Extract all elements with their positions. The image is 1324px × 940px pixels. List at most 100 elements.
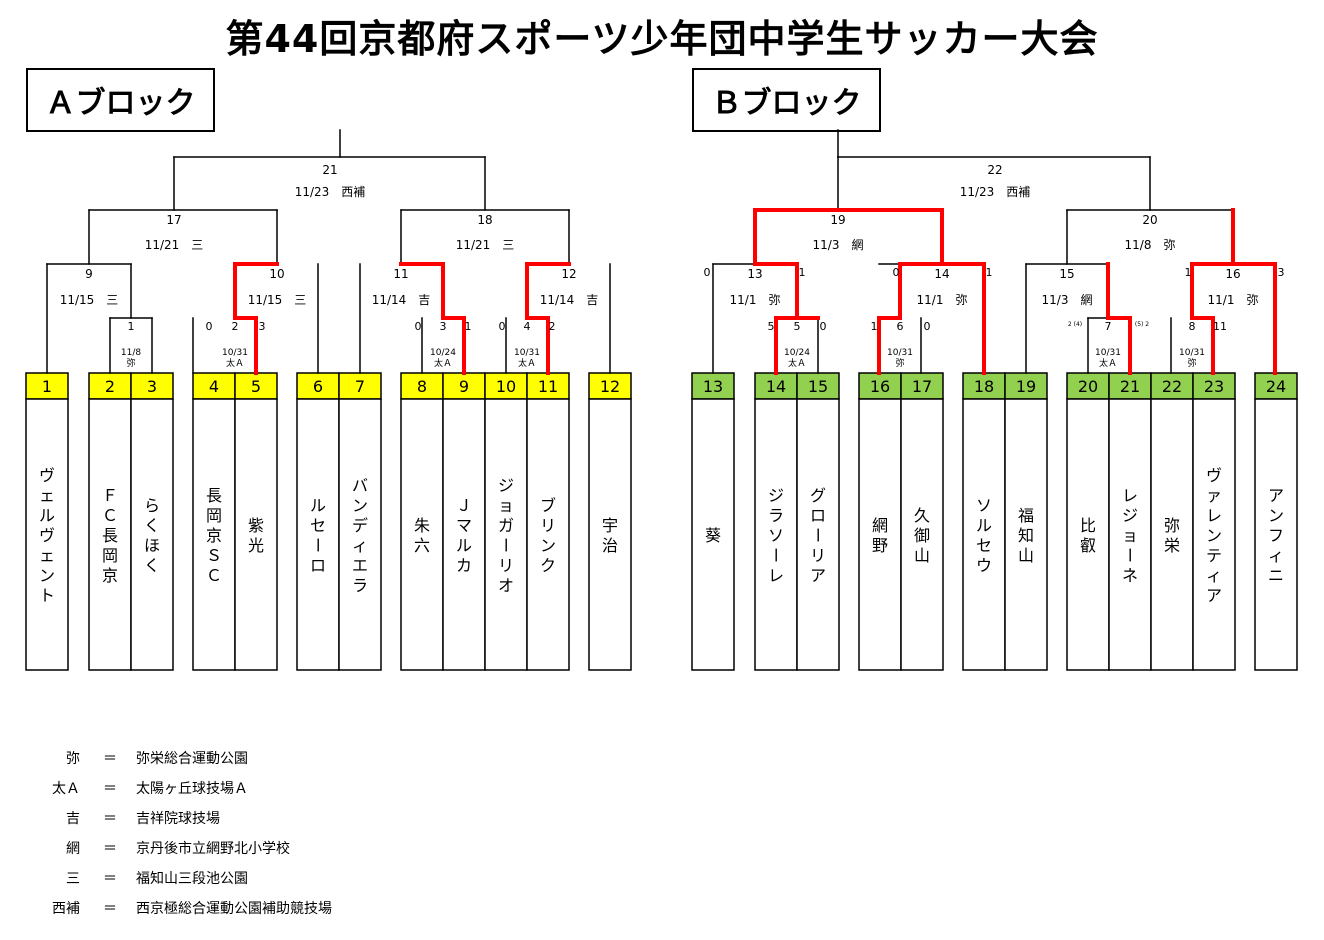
team-name-char: Ｊ — [456, 496, 472, 515]
team-name-cell — [1254, 398, 1298, 671]
team-name-cell — [962, 398, 1006, 671]
legend-abbr: 弥 — [66, 751, 80, 767]
team-name-cell — [1108, 398, 1152, 671]
team-number: 21 — [1120, 377, 1140, 396]
match-number: 9 — [85, 267, 93, 281]
team-number: 24 — [1266, 377, 1286, 396]
legend-abbr: 吉 — [66, 811, 80, 827]
team-name-char: ロ — [810, 506, 826, 525]
team-name-char: ア — [810, 566, 826, 585]
team-number: 14 — [766, 377, 786, 396]
match-number: 5 — [794, 320, 801, 333]
match-number: 6 — [897, 320, 904, 333]
match-date-venue: 11/15 三 — [60, 293, 119, 307]
match-number: 21 — [322, 163, 337, 177]
match-score: 1 — [871, 320, 878, 333]
team-name-char: 栄 — [1164, 536, 1180, 555]
team-name-char: ェ — [39, 486, 55, 505]
team-name-char: ソ — [976, 496, 992, 515]
team-name-char: ー — [766, 547, 785, 563]
team-name-char: ー — [308, 537, 327, 553]
team-number-cell — [400, 372, 444, 400]
legend-abbr: 太Ａ — [52, 781, 80, 797]
team-name-char: 京 — [102, 566, 118, 585]
team-number-cell — [338, 372, 382, 400]
legend-equals: ＝ — [103, 781, 117, 797]
team-number: 12 — [600, 377, 620, 396]
team-name-char: セ — [976, 536, 992, 555]
team-name-char: 野 — [872, 536, 888, 555]
match-date: 10/31 — [887, 348, 913, 358]
team-name-cell — [400, 398, 444, 671]
team-name-char: ソ — [768, 526, 784, 545]
team-name-char: 久 — [914, 506, 930, 525]
team-name-char: ネ — [1122, 566, 1138, 585]
team-name-char: 岡 — [206, 506, 222, 525]
match-date-venue: 11/14 吉 — [372, 293, 431, 307]
team-name-char: ら — [144, 496, 160, 515]
match-date: 11/8 — [121, 348, 141, 358]
match-number: 18 — [477, 213, 492, 227]
team-name-cell — [338, 398, 382, 671]
match-date-venue: 11/1 弥 — [730, 292, 781, 307]
match-score: 2 — [549, 320, 556, 333]
legend-venue-name: 西京極総合運動公園補助競技場 — [136, 901, 332, 917]
team-name-cell — [526, 398, 570, 671]
team-name-char: ク — [540, 556, 556, 575]
team-name-char: ジ — [768, 486, 784, 505]
team-number: 17 — [912, 377, 932, 396]
team-name-char: ン — [540, 536, 556, 555]
legend-equals: ＝ — [103, 901, 117, 917]
team-number: 23 — [1204, 377, 1224, 396]
team-name-char: ン — [39, 566, 55, 585]
team-name-cell — [691, 398, 735, 671]
team-number: 4 — [209, 377, 219, 396]
team-number: 10 — [496, 377, 516, 396]
team-name-char: Ｃ — [206, 566, 222, 585]
team-name-char: く — [144, 556, 160, 575]
team-name-char: ウ — [976, 556, 992, 575]
team-name-cell — [88, 398, 132, 671]
team-number-cell — [1004, 372, 1048, 400]
match-venue: 太Ａ — [434, 357, 452, 369]
team-name-char: ア — [1268, 486, 1284, 505]
match-score: 1 — [986, 266, 993, 279]
team-name-char: ー — [1120, 547, 1139, 563]
team-name-char: ー — [808, 527, 827, 543]
legend-abbr: 網 — [66, 841, 80, 857]
legend-equals: ＝ — [103, 811, 117, 827]
match-number: 8 — [1189, 320, 1196, 333]
match-number: 17 — [166, 213, 181, 227]
team-name-cell — [25, 398, 69, 671]
team-name-cell — [1192, 398, 1236, 671]
legend-equals: ＝ — [103, 841, 117, 857]
match-venue: 弥 — [1187, 357, 1196, 369]
block-a-label: Ａブロック — [26, 68, 215, 132]
team-name-char: デ — [352, 516, 368, 535]
team-name-char: 比 — [1080, 516, 1096, 535]
legend-venue-name: 太陽ヶ丘球技場Ａ — [136, 781, 248, 797]
match-date-venue: 11/15 三 — [248, 293, 307, 307]
match-score: 1 — [465, 320, 472, 333]
team-name-char: レ — [1122, 486, 1138, 505]
team-name-char: バ — [352, 476, 368, 495]
team-name-char: フ — [1268, 526, 1284, 545]
match-date-venue: 11/23 西補 — [295, 185, 366, 199]
team-name-char: ロ — [310, 556, 326, 575]
team-name-char: リ — [498, 556, 514, 575]
match-date-venue: 11/8 弥 — [1125, 237, 1176, 252]
team-name-char: 治 — [602, 536, 618, 555]
match-date-venue: 11/1 弥 — [1208, 292, 1259, 307]
team-name-char: リ — [540, 516, 556, 535]
match-score: 0 — [499, 320, 506, 333]
match-date: 10/24 — [784, 348, 810, 358]
team-name-char: グ — [810, 486, 826, 505]
team-name-char: 網 — [872, 516, 888, 535]
team-number: 1 — [42, 377, 52, 396]
match-date-venue: 11/3 網 — [813, 238, 864, 252]
match-date-venue: 11/3 網 — [1042, 293, 1093, 307]
team-name-cell — [1004, 398, 1048, 671]
team-name-char: リ — [810, 546, 826, 565]
team-name-char: ァ — [1206, 486, 1222, 505]
match-venue: 太Ａ — [1099, 357, 1117, 369]
